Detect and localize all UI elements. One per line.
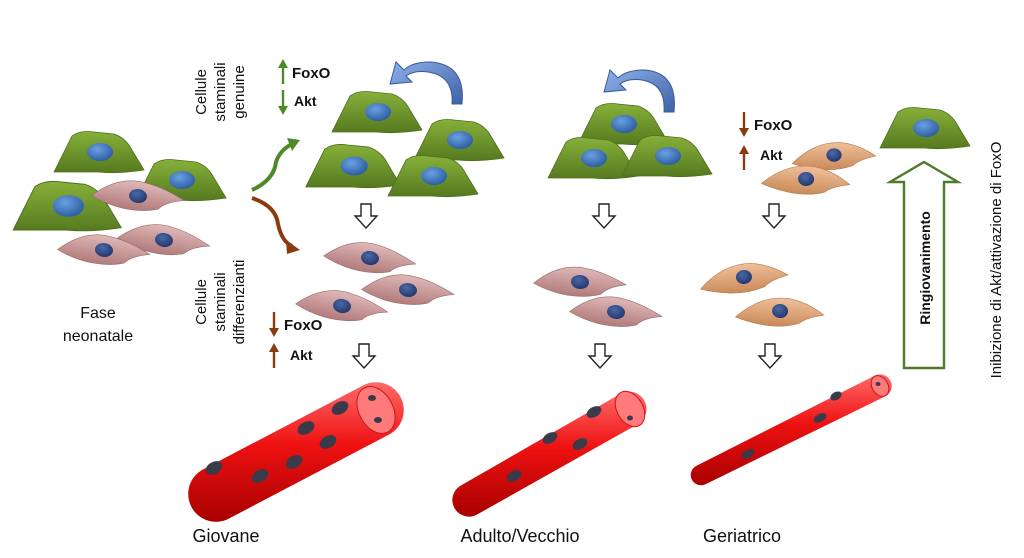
foxo-label-diff: FoxO [284, 317, 323, 334]
genuine-label-line1: Cellule [193, 69, 210, 115]
transition-down-arrow-icon [352, 343, 376, 369]
young-differentiating-cell-group [293, 235, 457, 329]
rejuvenation-label-group: Ringiovanimento [917, 211, 933, 325]
down-arrow-icon [737, 110, 751, 139]
differentiating-stem-cells-label: Cellule staminali differenzianti [193, 260, 248, 345]
young-stem-cell-group [305, 91, 505, 198]
adult-stem-cell-group [547, 103, 713, 180]
stem-cell [53, 131, 145, 174]
differentiating-cell [321, 235, 419, 281]
down-arrow-icon [276, 88, 290, 117]
inhibition-label-group: Inibizione di Akt/attivazione di FoxO [988, 142, 1005, 379]
up-arrow-icon [276, 57, 290, 86]
diff-label-line2: staminali [212, 272, 229, 331]
genuine-stem-cells-label: Cellule staminali genuine [193, 62, 248, 121]
genuine-label-line2: staminali [212, 62, 229, 121]
transition-down-arrow-icon [758, 343, 782, 369]
neonatal-label-line1: Fase [80, 305, 116, 322]
rejuvenated-stem-cell [879, 107, 971, 150]
stem-cell [331, 91, 423, 134]
foxo-label-genuine: FoxO [292, 65, 331, 82]
branch-down-arrow-icon [251, 196, 300, 254]
akt-label-genuine: Akt [294, 93, 317, 109]
geriatric-lower-cell-group [698, 260, 826, 331]
diff-label-line1: Cellule [193, 279, 210, 325]
stem-cell [305, 143, 401, 189]
adult-differentiating-cell-group [532, 262, 665, 334]
rejuvenation-up-arrow-icon [885, 160, 963, 370]
differentiating-cell [532, 262, 628, 302]
transition-down-arrow-icon [762, 203, 786, 229]
genuine-label-line3: genuine [231, 65, 248, 118]
stage-label-geriatric: Geriatrico [703, 526, 781, 546]
branch-up-arrow-icon [251, 138, 300, 192]
rejuvenation-label: Ringiovanimento [917, 211, 933, 325]
neonatal-label-line2: neonatale [63, 328, 133, 345]
down-arrow-icon [267, 310, 281, 339]
akt-label-diff: Akt [290, 347, 313, 363]
differentiating-cell [567, 290, 665, 334]
self-renewal-curved-arrow-icon [603, 69, 675, 113]
stem-cell [387, 155, 479, 198]
transition-down-arrow-icon [592, 203, 616, 229]
up-arrow-icon [737, 143, 751, 172]
up-arrow-icon [267, 341, 281, 370]
inhibition-label: Inibizione di Akt/attivazione di FoxO [988, 142, 1005, 379]
geriatric-cell [791, 142, 877, 171]
stem-cell [413, 119, 505, 162]
stage-label-young: Giovane [192, 526, 259, 546]
akt-label-geriatric: Akt [760, 147, 783, 163]
muscle-fiber-adult [452, 390, 647, 517]
self-renewal-curved-arrow-icon [389, 61, 463, 105]
geriatric-cell [698, 260, 790, 297]
transition-down-arrow-icon [354, 203, 378, 229]
muscle-fiber-geriatric [690, 374, 892, 486]
foxo-label-geriatric: FoxO [754, 117, 793, 134]
muscle-fiber-young [188, 382, 404, 522]
neonatal-cell-cluster [12, 131, 227, 272]
geriatric-cell [734, 294, 826, 331]
diff-label-line3: differenzianti [231, 260, 248, 345]
stage-label-adult: Adulto/Vecchio [460, 526, 579, 546]
transition-down-arrow-icon [588, 343, 612, 369]
